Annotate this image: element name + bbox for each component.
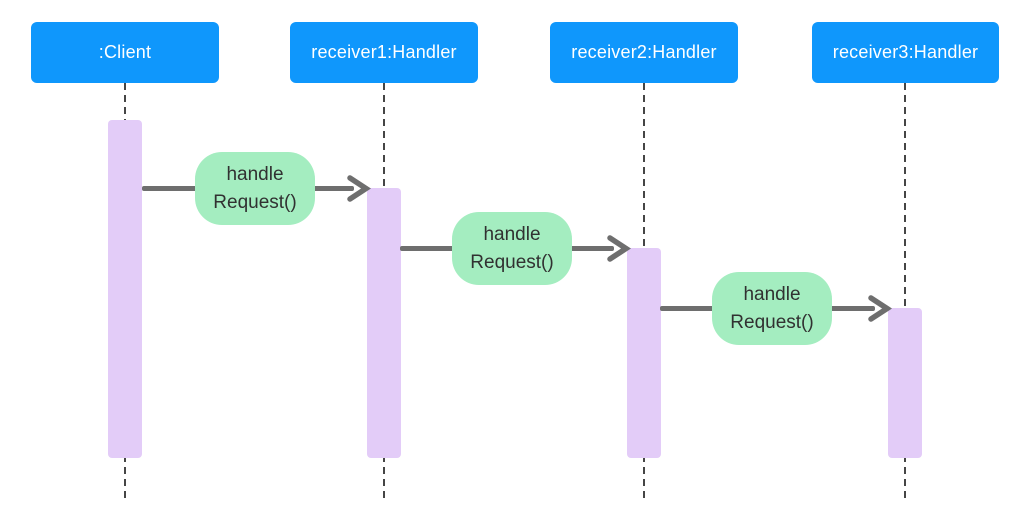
lifeline-header-receiver2: receiver2:Handler (550, 22, 738, 83)
message-label-2-line1: handle (483, 223, 541, 245)
activation-bar-client (108, 120, 142, 458)
message-label-3-line2: Request() (730, 311, 814, 333)
message-label-1: handle Request() (195, 152, 315, 225)
message-label-3-line1: handle (743, 283, 801, 305)
activation-bar-receiver3 (888, 308, 922, 458)
message-label-1-line2: Request() (213, 191, 297, 213)
message-label-1-line1: handle (226, 163, 284, 185)
message-label-2-line2: Request() (470, 251, 554, 273)
message-label-3: handle Request() (712, 272, 832, 345)
activation-bar-receiver1 (367, 188, 401, 458)
message-label-2: handle Request() (452, 212, 572, 285)
lifeline-receiver3 (904, 83, 906, 498)
activation-bar-receiver2 (627, 248, 661, 458)
arrowhead-icon-1 (347, 175, 371, 202)
lifeline-header-receiver3: receiver3:Handler (812, 22, 999, 83)
lifeline-header-receiver1: receiver1:Handler (290, 22, 478, 83)
lifeline-header-client: :Client (31, 22, 219, 83)
arrowhead-icon-3 (868, 295, 892, 322)
arrowhead-icon-2 (607, 235, 631, 262)
